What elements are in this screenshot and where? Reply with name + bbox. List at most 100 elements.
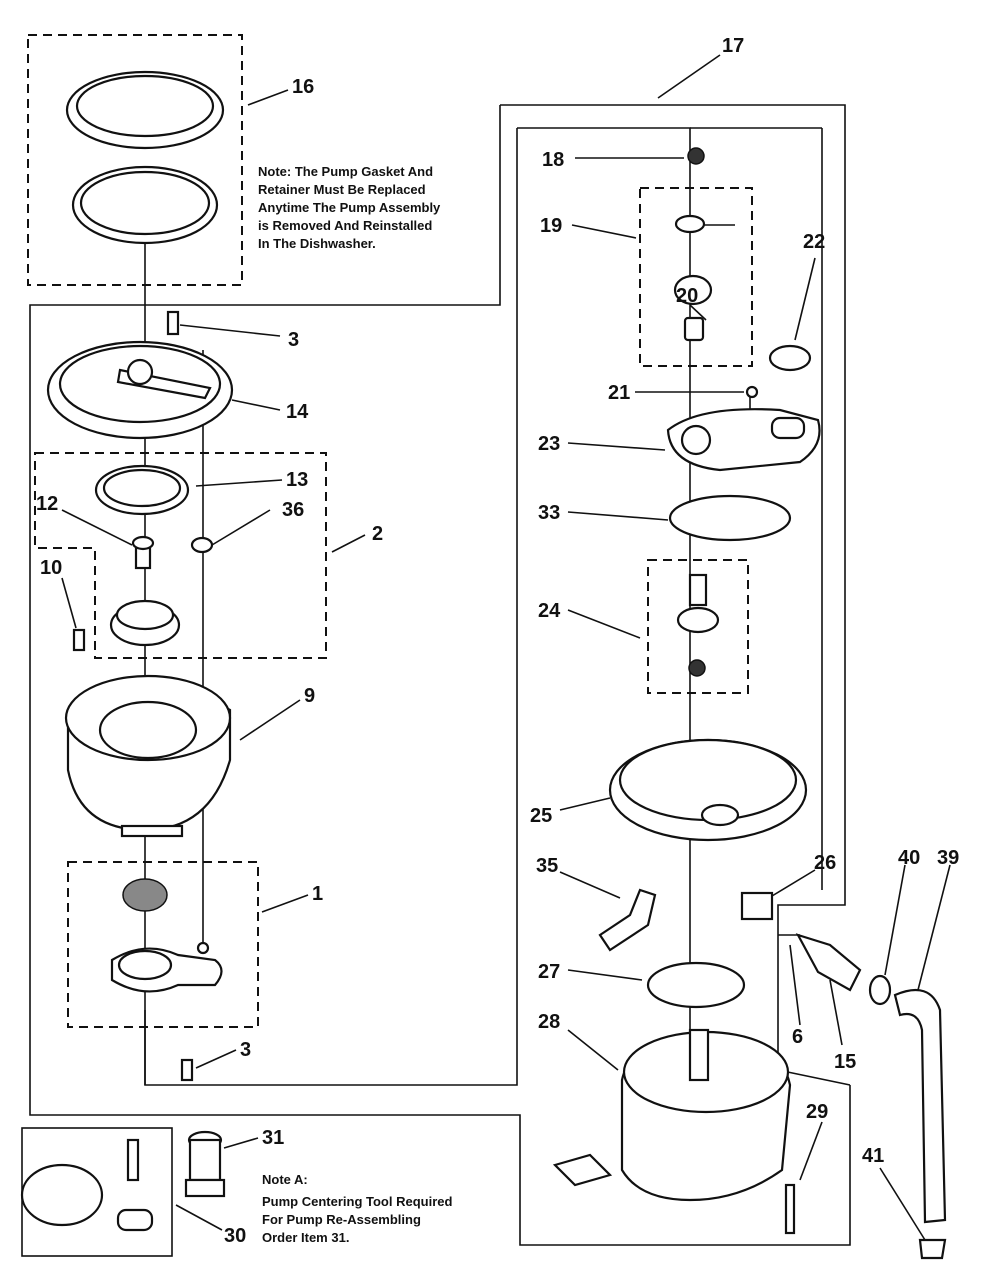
seal-24 (676, 606, 720, 634)
hose-end-41 (918, 1238, 947, 1260)
part-14-pump-cover (46, 310, 234, 440)
callout-22: 22 (803, 231, 825, 253)
callout-14: 14 (286, 401, 309, 423)
leader-lines (61, 54, 951, 1241)
leader-28 (567, 1029, 619, 1071)
tool-31-body (188, 1138, 222, 1182)
leader-22 (794, 257, 816, 341)
part-2-kit (72, 464, 214, 652)
inner-outline-top (517, 127, 691, 140)
callout-13: 13 (286, 469, 308, 491)
callout-15: 15 (834, 1051, 856, 1073)
note-gasket: Note: The Pump Gasket And Retainer Must … (258, 164, 441, 251)
callout-17: 17 (722, 35, 744, 57)
leader-26 (771, 869, 816, 897)
callout-21: 21 (608, 382, 630, 404)
plate-23-port (770, 416, 806, 440)
part-9-pump-housing (64, 674, 232, 838)
callout-10: 10 (40, 557, 62, 579)
spring-housing-19 (673, 274, 713, 306)
screw-29 (784, 1183, 796, 1235)
kit-box-2 (34, 452, 327, 659)
ring-13-inner (102, 468, 182, 508)
callout-3-bottom: 3 (240, 1039, 251, 1061)
disc-27 (646, 961, 746, 1009)
leader-17 (657, 54, 721, 99)
note-a-line-1: Note A: (262, 1172, 308, 1187)
leader-35 (559, 871, 621, 899)
leader-29 (799, 1121, 823, 1181)
tool-31-base (184, 1178, 226, 1198)
callout-41: 41 (862, 1145, 884, 1167)
kit-box-16 (27, 34, 243, 286)
lower-ball (196, 941, 210, 955)
note-gasket-line-2: Retainer Must Be Replaced (258, 182, 426, 197)
callout-9: 9 (304, 685, 315, 707)
elbow-35 (598, 888, 657, 952)
screw-3-top (166, 310, 180, 336)
motor-28-shaft (688, 1028, 710, 1082)
leader-19 (571, 224, 637, 239)
leader-36 (211, 509, 271, 546)
clip-26 (740, 891, 774, 921)
callout-2: 2 (372, 523, 383, 545)
o-ring-22 (768, 344, 812, 372)
kit-30-seal (116, 1208, 154, 1232)
callout-33: 33 (538, 502, 560, 524)
callout-39: 39 (937, 847, 959, 869)
bolt-12-head (131, 535, 155, 551)
callout-12: 12 (36, 493, 58, 515)
chopper-blade (122, 878, 168, 912)
kit-box-1 (67, 861, 259, 1028)
callout-30: 30 (224, 1225, 246, 1247)
alignment-lines (144, 140, 751, 1085)
callout-18: 18 (542, 149, 564, 171)
callout-27: 27 (538, 961, 560, 983)
gasket-33 (668, 494, 792, 542)
callout-20: 20 (676, 285, 698, 307)
leader-20 (689, 304, 707, 321)
part-1-lower-kit (110, 878, 223, 1082)
callout-19: 19 (540, 215, 562, 237)
callout-numbers: 16 17 18 19 20 22 21 23 33 24 25 35 26 2… (36, 35, 959, 1247)
leader-27 (567, 969, 643, 981)
ball-21 (745, 385, 759, 399)
callout-26: 26 (814, 852, 836, 874)
callout-36: 36 (282, 499, 304, 521)
note-gasket-line-3: Anytime The Pump Assembly (258, 200, 441, 215)
housing-base (120, 824, 184, 838)
leader-3b (195, 1049, 237, 1069)
leader-23 (567, 442, 666, 451)
part-16-gasket-retainer (65, 70, 225, 245)
callout-24: 24 (538, 600, 561, 622)
kit-box-24 (647, 559, 749, 694)
callout-40: 40 (898, 847, 920, 869)
lower-bracket-ring (117, 949, 173, 981)
bushing-20 (683, 316, 705, 342)
assembly-outline-left (29, 105, 851, 1246)
gasket-ring-inner (79, 170, 211, 236)
leader-9 (239, 699, 301, 741)
retainer-ring-inner (75, 74, 215, 138)
callout-28: 28 (538, 1011, 560, 1033)
motor-28-connector (552, 1153, 613, 1187)
nut-24 (688, 659, 706, 677)
note-gasket-line-4: is Removed And Reinstalled (258, 218, 432, 233)
leader-15 (829, 979, 843, 1046)
leader-31 (223, 1137, 259, 1149)
leader-33 (567, 511, 669, 521)
leader-39 (917, 864, 951, 991)
valve-15 (795, 933, 862, 992)
leader-24 (567, 609, 641, 639)
nut-18 (687, 147, 705, 165)
note-a-line-4: Order Item 31. (262, 1230, 349, 1245)
note-a-line-2: Pump Centering Tool Required (262, 1194, 452, 1209)
callout-23: 23 (538, 433, 560, 455)
screw-3-bottom (180, 1058, 194, 1082)
housing-bore (98, 700, 198, 760)
shaft-24 (688, 573, 708, 607)
part-30-31 (20, 1130, 226, 1232)
callout-29: 29 (806, 1101, 828, 1123)
lever-19 (674, 214, 706, 234)
